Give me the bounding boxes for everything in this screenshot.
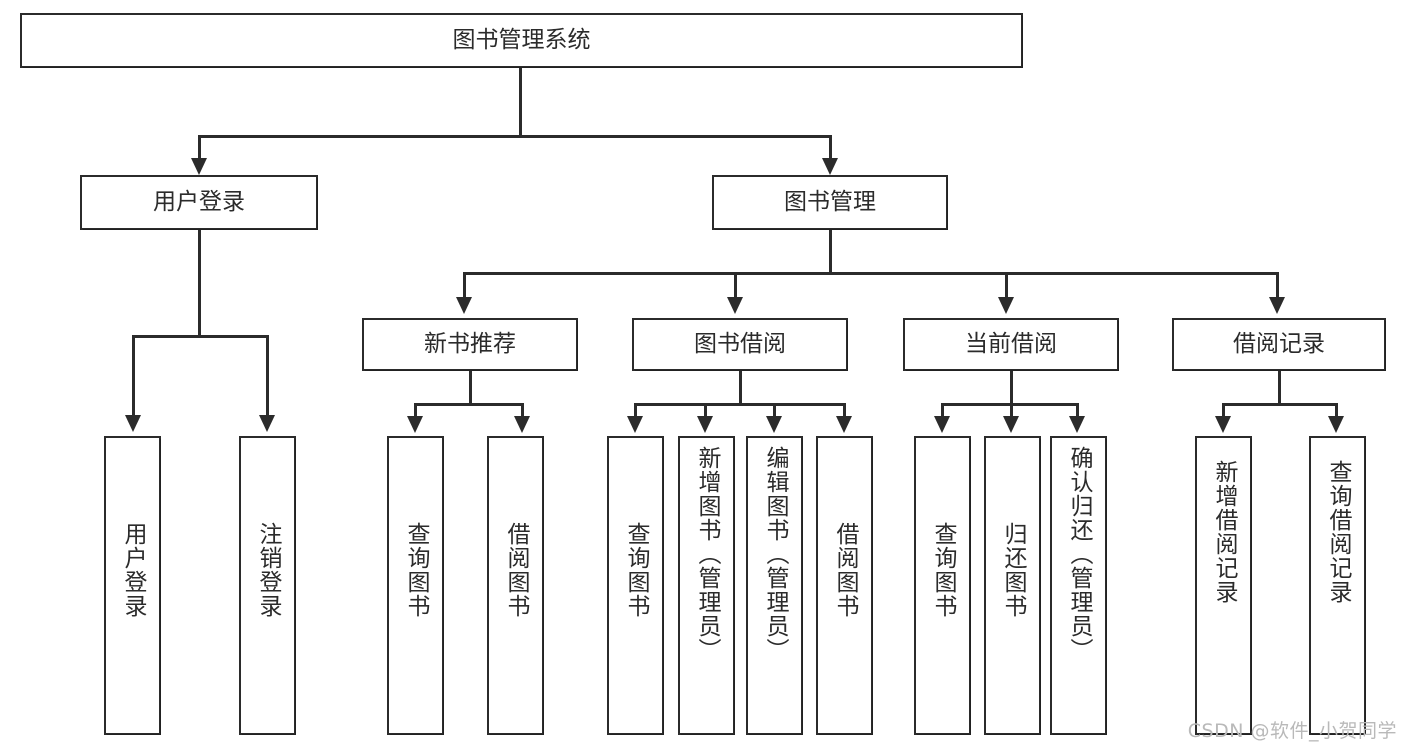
connector-book-borrow-child-3 [773,403,776,419]
node-label: 借阅图书 [832,522,858,618]
arrow-book-borrow-child-3 [766,416,782,433]
watermark: CSDN @软件_小贺同学 [1187,720,1397,742]
leaf-add-borrow-record[interactable]: 新增借阅记录 [1195,436,1252,735]
arrow-new-book-child-1 [407,416,423,433]
leaf-logout[interactable]: 注销登录 [239,436,296,735]
node-label: 注销登录 [255,522,281,618]
node-label: 编辑图书（管理员） [762,446,788,662]
arrow-book-manage-child-2 [727,297,743,314]
connector-new-book-bar [414,403,524,406]
leaf-query-book-recommend[interactable]: 查询图书 [387,436,444,735]
node-borrow-record[interactable]: 借阅记录 [1172,318,1386,371]
connector-book-manage-bar [463,272,1277,275]
connector-borrow-record-stem [1278,371,1281,405]
connector-book-manage-stem [829,230,832,274]
connector-borrow-record-child-1 [1222,403,1225,419]
arrow-book-borrow-child-2 [697,416,713,433]
node-label: 用户登录 [153,189,245,216]
connector-book-borrow-stem [739,371,742,405]
connector-root-to-user-login [198,135,201,162]
connector-book-manage-child-4 [1276,272,1279,300]
connector-book-borrow-child-2 [704,403,707,419]
node-label: 新增借阅记录 [1211,460,1237,604]
node-label: 当前借阅 [965,331,1057,358]
arrow-book-borrow-child-1 [627,416,643,433]
leaf-return-book[interactable]: 归还图书 [984,436,1041,735]
node-label: 借阅记录 [1233,331,1325,358]
arrow-root-to-user-login [191,158,207,175]
leaf-edit-book-admin[interactable]: 编辑图书（管理员） [746,436,803,735]
node-user-login[interactable]: 用户登录 [80,175,318,230]
arrow-new-book-child-2 [514,416,530,433]
node-label: 归还图书 [1000,522,1026,618]
arrow-user-login-child-1 [125,415,141,432]
node-label: 查询图书 [930,522,956,618]
node-label: 查询图书 [403,522,429,618]
node-label: 新增图书（管理员） [694,446,720,662]
arrow-borrow-record-child-1 [1215,416,1231,433]
arrow-current-borrow-child-1 [934,416,950,433]
arrow-book-manage-child-1 [456,297,472,314]
connector-user-login-child-2 [266,335,269,418]
leaf-borrow-book[interactable]: 借阅图书 [816,436,873,735]
node-root-system[interactable]: 图书管理系统 [20,13,1023,68]
arrow-borrow-record-child-2 [1328,416,1344,433]
connector-current-borrow-child-1 [941,403,944,419]
connector-book-manage-child-2 [734,272,737,300]
connector-new-book-child-1 [414,403,417,419]
node-label: 用户登录 [120,522,146,618]
leaf-add-book-admin[interactable]: 新增图书（管理员） [678,436,735,735]
node-current-borrow[interactable]: 当前借阅 [903,318,1119,371]
connector-current-borrow-stem [1010,371,1013,405]
node-label: 新书推荐 [424,331,516,358]
connector-user-login-child-1 [132,335,135,418]
connector-borrow-record-child-2 [1335,403,1338,419]
leaf-query-book-current[interactable]: 查询图书 [914,436,971,735]
connector-book-manage-child-3 [1005,272,1008,300]
connector-root-to-book-manage [829,135,832,162]
connector-book-manage-child-1 [463,272,466,300]
leaf-borrow-book-recommend[interactable]: 借阅图书 [487,436,544,735]
node-label: 查询图书 [623,522,649,618]
node-label: 图书管理系统 [452,27,591,54]
connector-user-login-stem [198,230,201,337]
node-label: 借阅图书 [503,522,529,618]
arrow-current-borrow-child-2 [1003,416,1019,433]
connector-current-borrow-child-3 [1076,403,1079,419]
arrow-book-manage-child-4 [1269,297,1285,314]
node-label: 图书管理 [784,189,876,216]
leaf-confirm-return-admin[interactable]: 确认归还（管理员） [1050,436,1107,735]
connector-root-bar [198,135,832,138]
arrow-root-to-book-manage [822,158,838,175]
arrow-book-manage-child-3 [998,297,1014,314]
arrow-current-borrow-child-3 [1069,416,1085,433]
connector-book-borrow-child-4 [843,403,846,419]
node-book-borrow[interactable]: 图书借阅 [632,318,848,371]
connector-book-borrow-bar [634,403,846,406]
node-label: 确认归还（管理员） [1066,446,1092,662]
connector-book-borrow-child-1 [634,403,637,419]
connector-new-book-stem [469,371,472,405]
connector-user-login-bar [132,335,269,338]
arrow-book-borrow-child-4 [836,416,852,433]
connector-borrow-record-bar [1222,403,1338,406]
connector-current-borrow-child-2 [1010,403,1013,419]
arrow-user-login-child-2 [259,415,275,432]
connector-new-book-child-2 [521,403,524,419]
leaf-user-login[interactable]: 用户登录 [104,436,161,735]
connector-current-borrow-bar [941,403,1078,406]
node-book-management[interactable]: 图书管理 [712,175,948,230]
leaf-query-borrow-record[interactable]: 查询借阅记录 [1309,436,1366,735]
node-label: 图书借阅 [694,331,786,358]
node-label: 查询借阅记录 [1325,460,1351,604]
node-new-book-recommend[interactable]: 新书推荐 [362,318,578,371]
leaf-query-book-borrow[interactable]: 查询图书 [607,436,664,735]
connector-root-stem [519,68,522,137]
